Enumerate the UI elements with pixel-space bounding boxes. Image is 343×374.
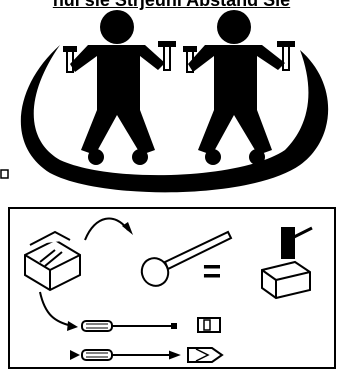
lower-panel: = bbox=[9, 208, 335, 368]
arrow-to-screwdrivers bbox=[40, 292, 72, 326]
worker-figure-left bbox=[63, 10, 176, 165]
flat-screwdriver-icon bbox=[82, 318, 220, 332]
arrow-to-mallet bbox=[85, 219, 128, 240]
cross-screwdriver-icon bbox=[82, 348, 222, 362]
bullet-square bbox=[1, 170, 8, 178]
worker-figure-right bbox=[183, 10, 295, 165]
toolbox-icon bbox=[25, 232, 80, 290]
equals-sign: = bbox=[203, 253, 222, 289]
hammer-on-block-icon bbox=[262, 228, 312, 298]
upper-panel bbox=[1, 10, 328, 192]
